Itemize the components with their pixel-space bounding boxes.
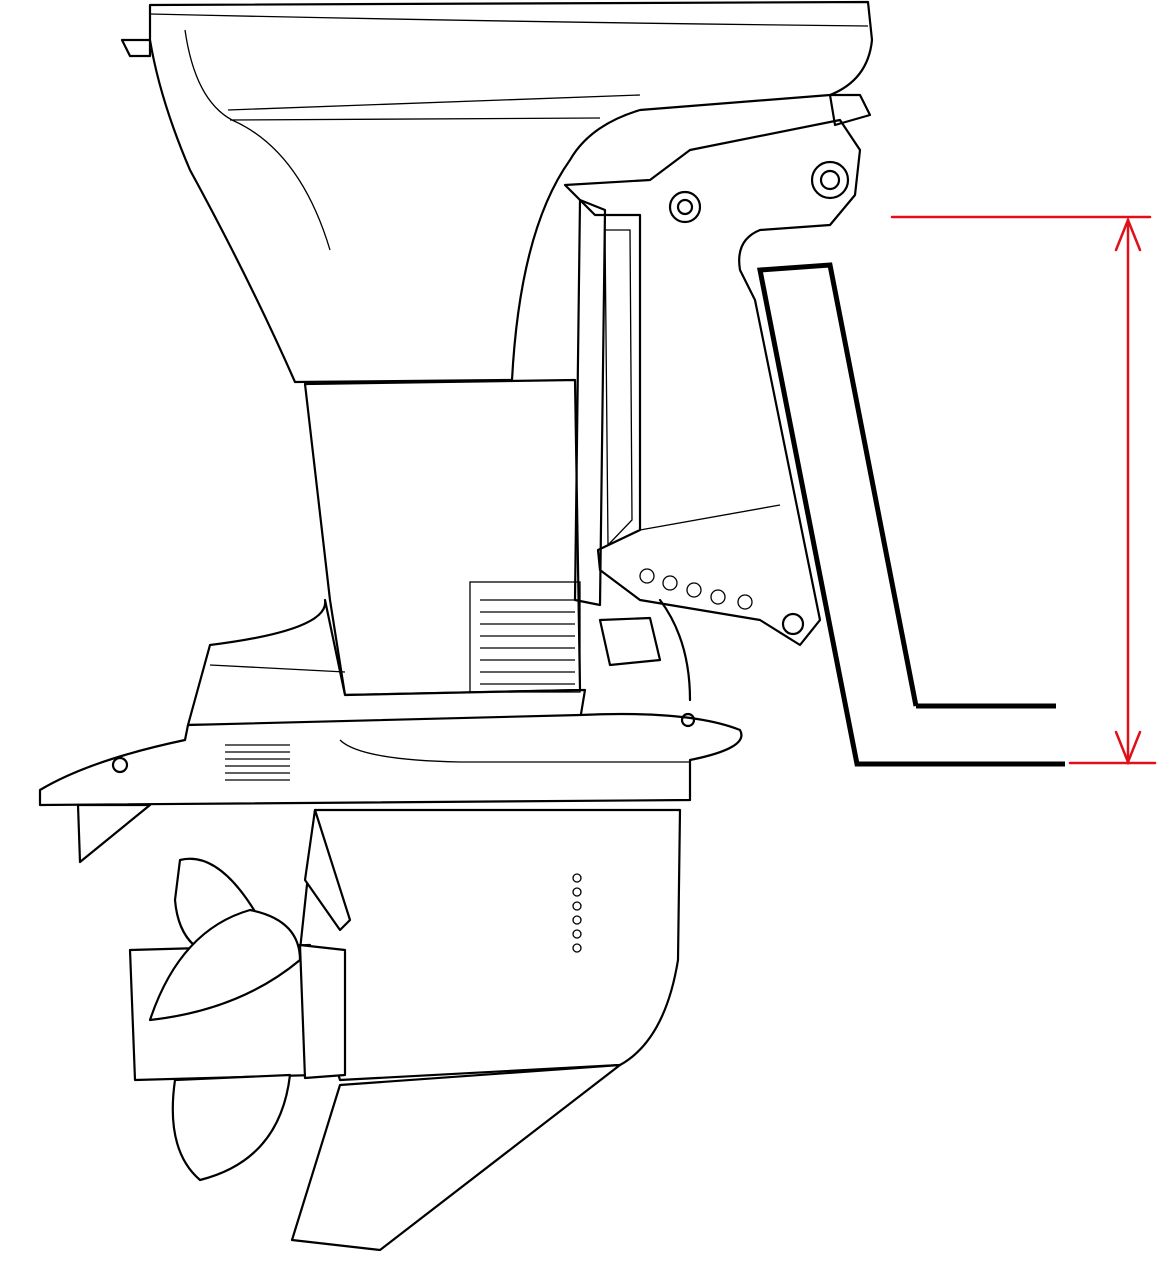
tilt-pin-holes: [639, 568, 753, 610]
gearcase: [290, 808, 682, 1252]
propeller: [128, 857, 347, 1182]
cavitation-plate: [38, 712, 743, 864]
midsection: [186, 378, 587, 727]
vent-grille: [469, 581, 581, 693]
transom-bracket: [563, 93, 872, 728]
water-intake: [572, 873, 582, 953]
